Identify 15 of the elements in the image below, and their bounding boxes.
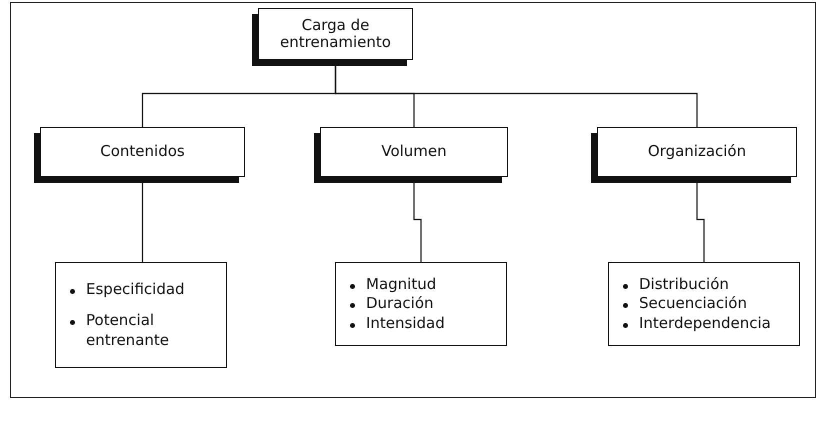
bullet-item: Distribución [619,274,789,294]
bullet-item: Potencial entrenante [66,311,216,350]
bullet-item: Duración [346,294,496,314]
box-title: Carga de entrenamiento [279,16,392,52]
bullet-list-box [335,262,507,346]
box-title: Volumen [381,143,447,161]
bullet-list-box [608,262,800,346]
bullet-item: Secuenciación [619,294,789,314]
box-title: Contenidos [100,143,185,161]
bullet-item: Interdependencia [619,314,789,334]
bullet-item: Especificidad [66,280,216,300]
box-title: Organización [648,143,746,161]
bullet-item: Magnitud [346,274,496,294]
bullet-list-box [55,262,227,368]
bullet-item: Intensidad [346,314,496,334]
